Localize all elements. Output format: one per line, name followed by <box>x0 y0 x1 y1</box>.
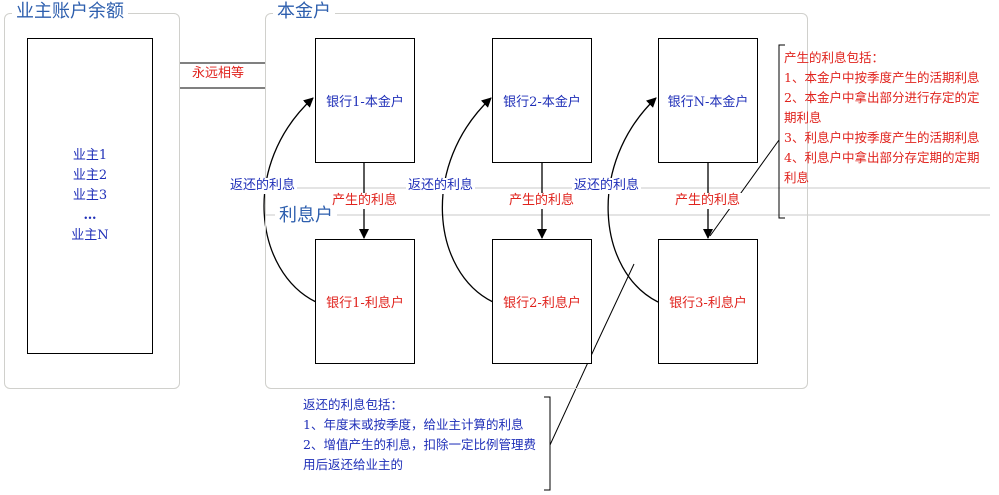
interest-account-title: 利息户 <box>275 206 337 226</box>
returned-arrow-3 <box>607 97 659 303</box>
interest-box-bank3: 银行3-利息户 <box>658 239 758 364</box>
owner-ellipsis: … <box>83 208 97 223</box>
owner-2: 业主2 <box>72 168 108 183</box>
generated-interest-label-2: 产生的利息 <box>507 193 577 209</box>
generated-interest-label-1: 产生的利息 <box>330 193 400 209</box>
generated-interest-note: 产生的利息包括： 1、本金户中按季度产生的活期利息 2、本金户中拿出部分进行存定… <box>784 48 990 188</box>
returned-note-item-1: 1、年度末或按季度，给业主计算的利息 <box>303 417 524 432</box>
principal-box-bank2: 银行2-本金户 <box>492 38 592 163</box>
generated-note-item-3: 3、利息户中按季度产生的活期利息 <box>784 130 980 145</box>
generated-note-title: 产生的利息包括： <box>784 50 885 65</box>
owner-1: 业主1 <box>72 148 108 163</box>
owner-3: 业主3 <box>72 188 108 203</box>
interest-box-bank1: 银行1-利息户 <box>315 239 415 364</box>
principal-box-bankn: 银行N-本金户 <box>658 38 758 163</box>
returned-interest-note: 返还的利息包括： 1、年度末或按季度，给业主计算的利息 2、增值产生的利息，扣除… <box>303 395 541 475</box>
returned-arrow-2 <box>441 97 494 303</box>
returned-interest-label-3: 返还的利息 <box>572 178 642 194</box>
principal-box-bank1: 银行1-本金户 <box>315 38 415 163</box>
owner-n: 业主N <box>71 228 109 243</box>
always-equal-label: 永远相等 <box>190 66 247 82</box>
account-group <box>265 13 808 389</box>
owner-balance-title: 业主账户余额 <box>12 2 128 22</box>
generated-note-item-2: 2、本金户中拿出部分进行存定的定期利息 <box>784 90 980 125</box>
generated-interest-label-3: 产生的利息 <box>673 193 743 209</box>
returned-arrow-1 <box>263 97 317 303</box>
principal-account-title: 本金户 <box>273 2 335 22</box>
returned-interest-label-2: 返还的利息 <box>406 178 476 194</box>
generated-note-item-4: 4、利息户中拿出部分存定期的定期利息 <box>784 150 980 185</box>
owners-box: 业主1 业主2 业主3 … 业主N <box>27 38 153 354</box>
returned-note-item-2: 2、增值产生的利息，扣除一定比例管理费用后返还给业主的 <box>303 437 536 472</box>
generated-note-item-1: 1、本金户中按季度产生的活期利息 <box>784 70 980 85</box>
interest-box-bank2: 银行2-利息户 <box>492 239 592 364</box>
returned-interest-label-1: 返还的利息 <box>228 178 298 194</box>
returned-note-title: 返还的利息包括： <box>303 397 404 412</box>
